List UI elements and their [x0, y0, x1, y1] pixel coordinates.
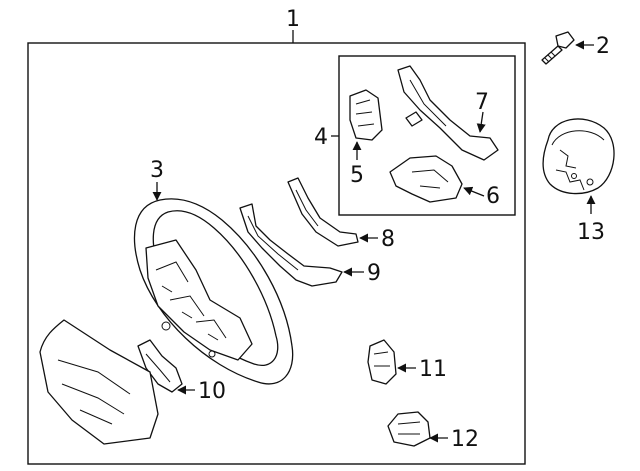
lower-cover-part[interactable]	[39, 319, 159, 445]
callout-2: 2	[596, 34, 610, 59]
callout-3: 3	[150, 158, 164, 183]
assembly-frame	[27, 42, 526, 465]
callout-7: 7	[475, 90, 489, 115]
callout-10: 10	[198, 379, 226, 404]
callout-1: 1	[286, 7, 300, 32]
callout-6: 6	[486, 184, 500, 209]
airbag-module-part[interactable]	[542, 118, 615, 195]
bolt-part[interactable]	[541, 31, 575, 65]
callout-5: 5	[350, 163, 364, 188]
callout-11: 11	[419, 357, 447, 382]
callout-9: 9	[367, 261, 381, 286]
bracket-part-7[interactable]	[397, 65, 499, 161]
callout-12: 12	[451, 427, 479, 452]
clip-part-8[interactable]	[287, 177, 359, 247]
steering-wheel-part[interactable]	[133, 198, 294, 385]
wiring-harness-part-9[interactable]	[239, 203, 343, 287]
callout-4: 4	[314, 125, 328, 150]
connector-part-12[interactable]	[387, 411, 431, 447]
callout-13: 13	[577, 220, 605, 245]
switch-part-5[interactable]	[349, 89, 383, 141]
switch-part-11[interactable]	[367, 339, 397, 385]
callout-8: 8	[381, 227, 395, 252]
switch-housing-part-6[interactable]	[389, 155, 463, 203]
